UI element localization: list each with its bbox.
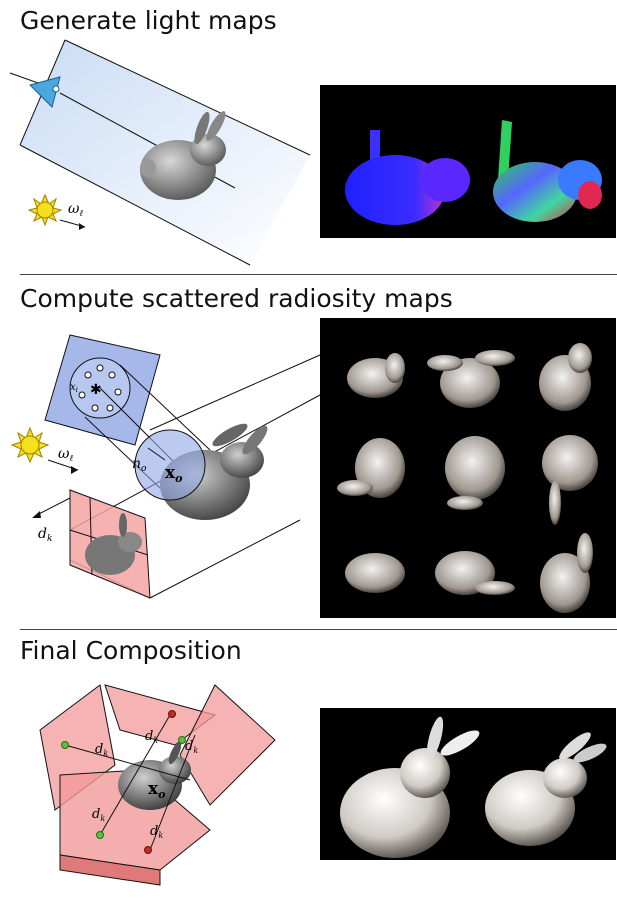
d-k-label-b: dk: [145, 729, 158, 745]
bunny-icon: [118, 741, 191, 810]
radiosity-view-3: [539, 343, 592, 411]
section-divider-1: [20, 274, 617, 275]
omega-label: ωℓ: [68, 201, 83, 219]
projected-bunny-icon: [85, 513, 142, 575]
n-o-label: no: [132, 456, 147, 474]
d-k-label-e: dk: [150, 824, 163, 840]
section-title-light-maps: Generate light maps: [20, 6, 277, 35]
light-map-renders: [320, 85, 616, 238]
d-k-label-c: dk: [185, 739, 198, 755]
radiosity-renders: [320, 318, 616, 618]
svg-text:✱: ✱: [90, 382, 102, 398]
xi-label: xi: [70, 382, 78, 394]
light-map-diagram: ωℓ: [9, 39, 311, 266]
d-k-label-d: dk: [92, 807, 105, 823]
x-o-label: xo: [165, 463, 182, 485]
plane-right: [179, 684, 276, 806]
final-bunny-2: [485, 732, 607, 846]
sun-icon: [27, 193, 63, 227]
x-o-label-2: xo: [148, 779, 165, 801]
point-red-1: [168, 710, 176, 718]
section-title-composition: Final Composition: [20, 636, 242, 665]
bunny-icon: [140, 111, 226, 200]
radiosity-view-7: [345, 553, 405, 593]
point-red-2: [144, 846, 152, 854]
normal-map-bunny: [493, 120, 602, 222]
sample-sphere: [134, 429, 206, 501]
sun-icon: [10, 426, 50, 464]
radiosity-view-8: [435, 551, 515, 595]
d-k-label: dk: [38, 526, 52, 544]
d-k-label-a: dk: [95, 742, 108, 758]
radiosity-view-4: [337, 438, 405, 498]
point-green-2: [178, 736, 186, 744]
point-green-1: [61, 741, 69, 749]
radiosity-view-5: [445, 436, 505, 510]
composition-diagram: xo dk dk dk dk dk: [39, 684, 276, 886]
plane-top: [104, 684, 217, 746]
frustum-edge-top: [64, 39, 311, 156]
frustum-edge-bottom: [19, 144, 251, 266]
final-bunny-1: [340, 716, 480, 858]
radiosity-view-1: [347, 353, 405, 398]
omega-label-2: ωℓ: [58, 446, 73, 464]
plane-bottom-front: [59, 854, 161, 886]
section-divider-2: [20, 629, 617, 630]
depth-map-bunny: [345, 130, 470, 225]
final-composition-render: [320, 708, 616, 860]
sample-points: [78, 364, 122, 412]
section-title-radiosity: Compute scattered radiosity maps: [20, 284, 453, 313]
radiosity-diagram: ✱ xi xo no ωℓ dk: [10, 334, 321, 599]
point-green-3: [96, 831, 104, 839]
radiosity-view-9: [540, 533, 593, 613]
radiosity-view-2: [427, 350, 515, 408]
radiosity-view-6: [542, 435, 598, 525]
